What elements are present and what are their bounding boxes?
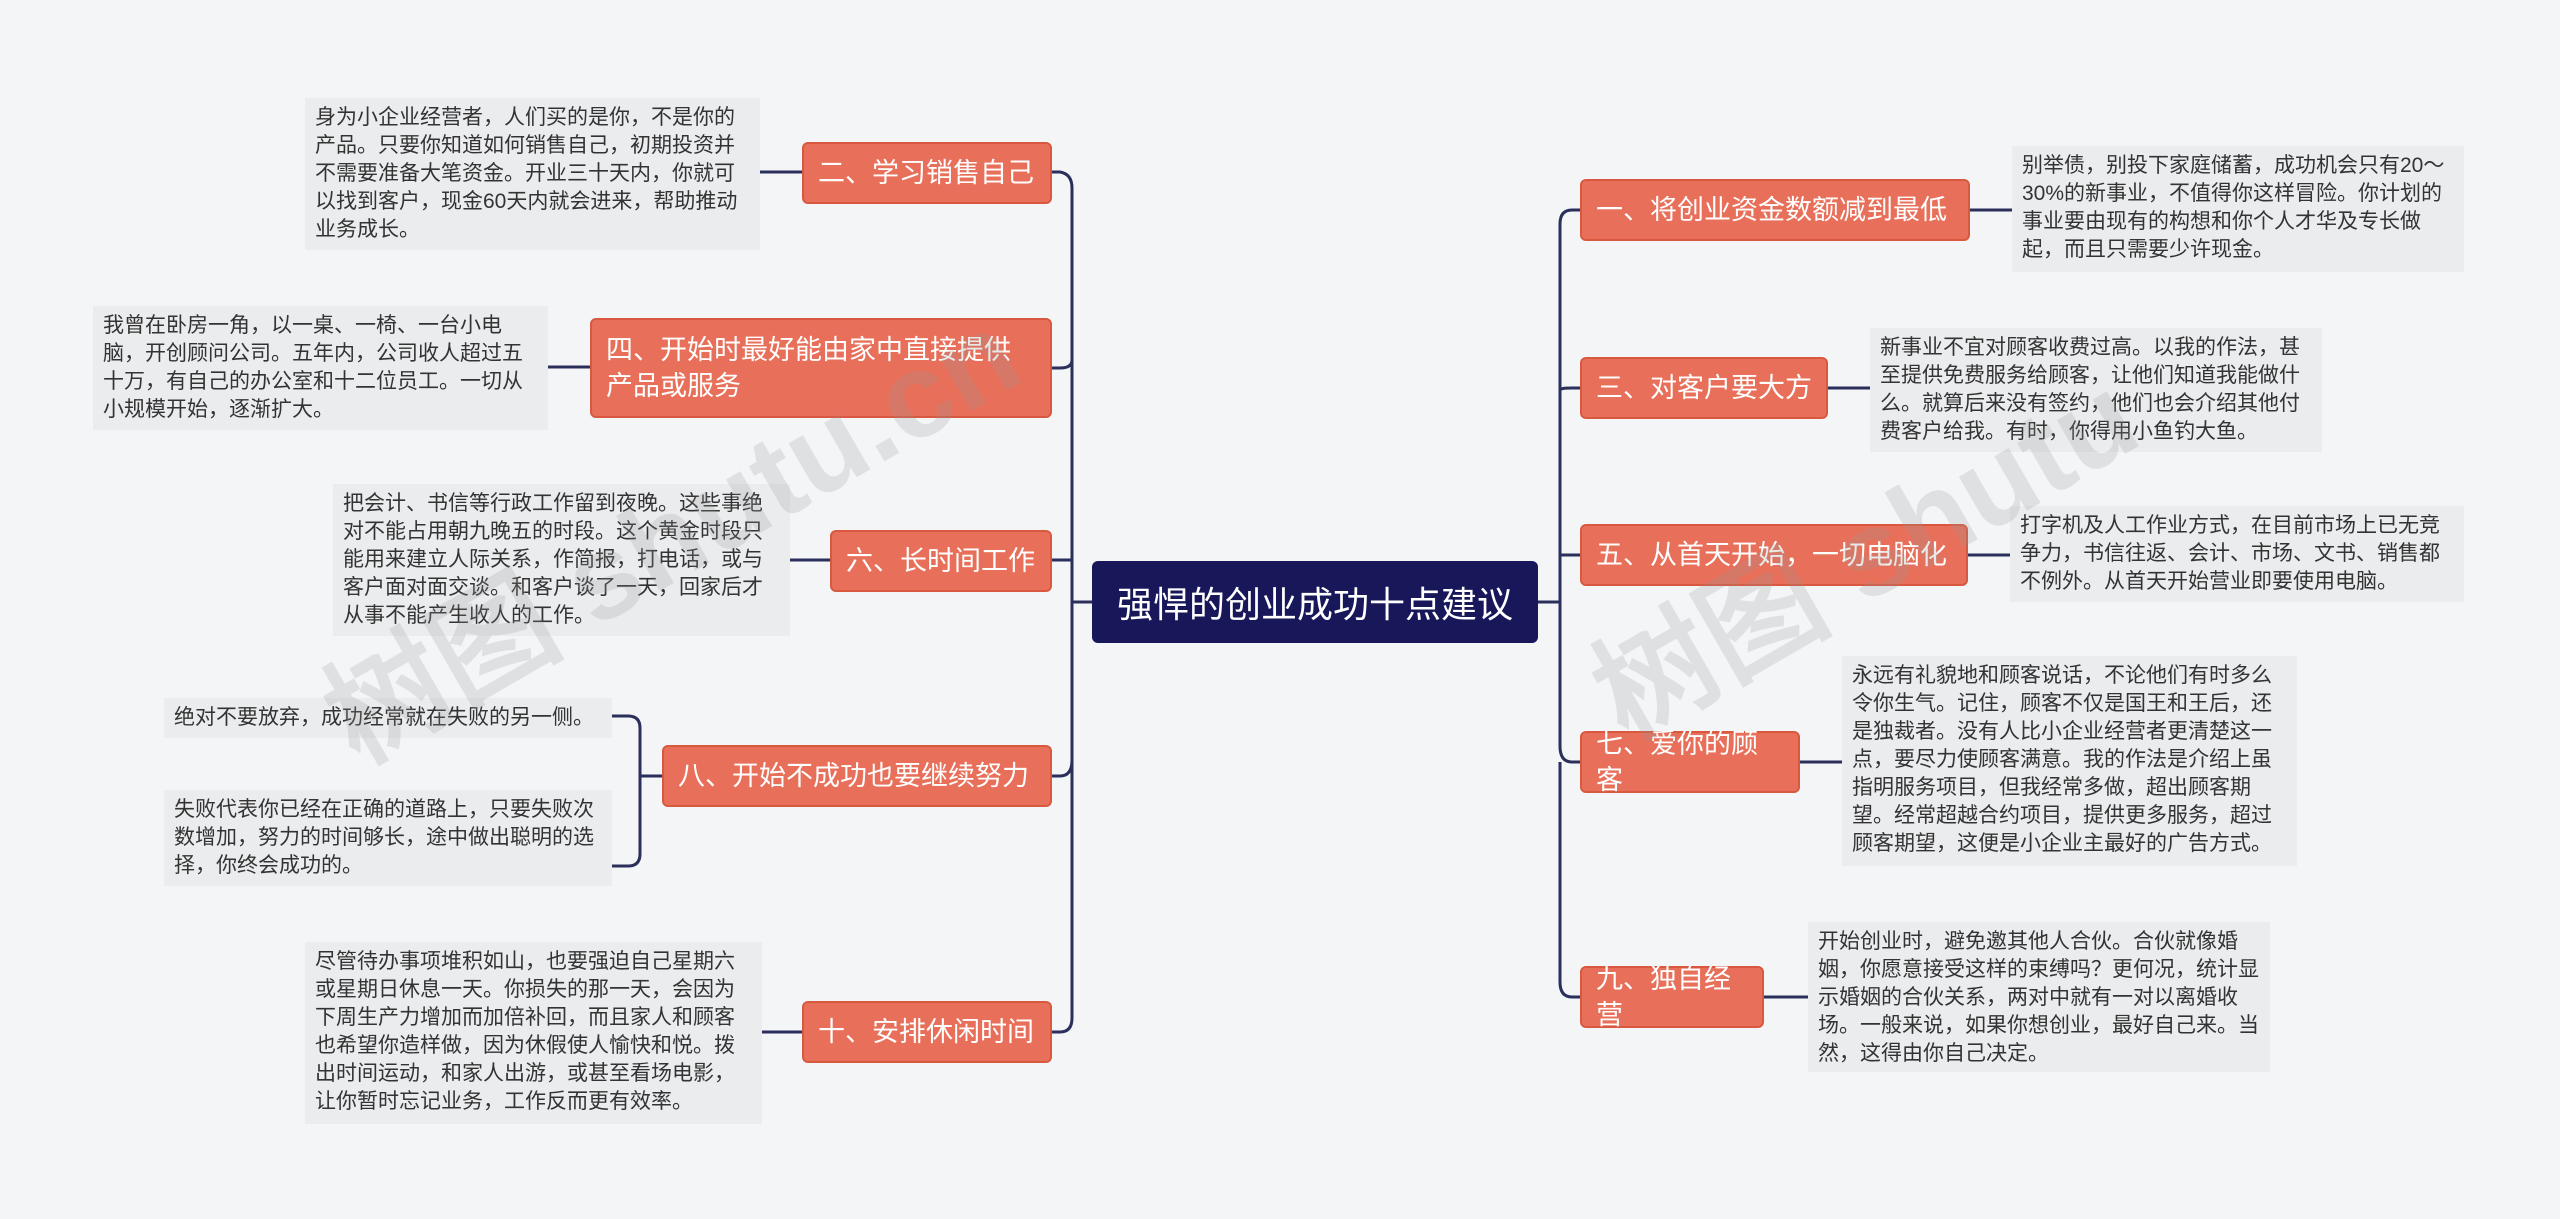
note-home-based: 我曾在卧房一角，以一桌、一椅、一台小电脑，开创顾问公司。五年内，公司收人超过五十… bbox=[93, 306, 548, 430]
note-minimize-capital: 别举债，别投下家庭储蓄，成功机会只有20～30%的新事业，不值得你这样冒险。你计… bbox=[2012, 146, 2464, 272]
note-never-give-up: 绝对不要放弃，成功经常就在失败的另一侧。 bbox=[164, 698, 612, 738]
note-sell-yourself: 身为小企业经营者，人们买的是你，不是你的产品。只要你知道如何销售自己，初期投资并… bbox=[305, 98, 760, 250]
branch-3-generous-to-clients[interactable]: 三、对客户要大方 bbox=[1580, 357, 1828, 419]
branch-2-sell-yourself[interactable]: 二、学习销售自己 bbox=[802, 142, 1052, 204]
note-long-hours: 把会计、书信等行政工作留到夜晚。这些事绝对不能占用朝九晚五的时段。这个黄金时段只… bbox=[333, 484, 790, 636]
root-topic[interactable]: 强悍的创业成功十点建议 bbox=[1092, 561, 1538, 643]
note-failure-means-progress: 失败代表你已经在正确的道路上，只要失败次数增加，努力的时间够长，途中做出聪明的选… bbox=[164, 790, 612, 886]
note-love-customers: 永远有礼貌地和顾客说话，不论他们有时多么令你生气。记住，顾客不仅是国王和王后，还… bbox=[1842, 656, 2297, 866]
branch-6-long-hours[interactable]: 六、长时间工作 bbox=[830, 530, 1052, 592]
branch-1-minimize-capital[interactable]: 一、将创业资金数额减到最低 bbox=[1580, 179, 1970, 241]
note-go-solo: 开始创业时，避免邀其他人合伙。合伙就像婚姻，你愿意接受这样的束缚吗？更何况，统计… bbox=[1808, 922, 2270, 1072]
branch-5-computerize[interactable]: 五、从首天开始，一切电脑化 bbox=[1580, 524, 1968, 586]
note-generous-to-clients: 新事业不宜对顾客收费过高。以我的作法，甚至提供免费服务给顾客，让他们知道我能做什… bbox=[1870, 328, 2322, 452]
branch-10-leisure-time[interactable]: 十、安排休闲时间 bbox=[802, 1001, 1052, 1063]
branch-4-home-based[interactable]: 四、开始时最好能由家中直接提供产品或服务 bbox=[590, 318, 1052, 418]
branch-8-keep-trying[interactable]: 八、开始不成功也要继续努力 bbox=[662, 745, 1052, 807]
note-computerize: 打字机及人工作业方式，在目前市场上已无竞争力，书信往返、会计、市场、文书、销售都… bbox=[2010, 506, 2464, 602]
branch-7-love-customers[interactable]: 七、爱你的顾客 bbox=[1580, 729, 1800, 795]
branch-9-go-solo[interactable]: 九、独自经营 bbox=[1580, 964, 1764, 1030]
note-leisure-time: 尽管待办事项堆积如山，也要强迫自己星期六或星期日休息一天。你损失的那一天，会因为… bbox=[305, 942, 762, 1124]
